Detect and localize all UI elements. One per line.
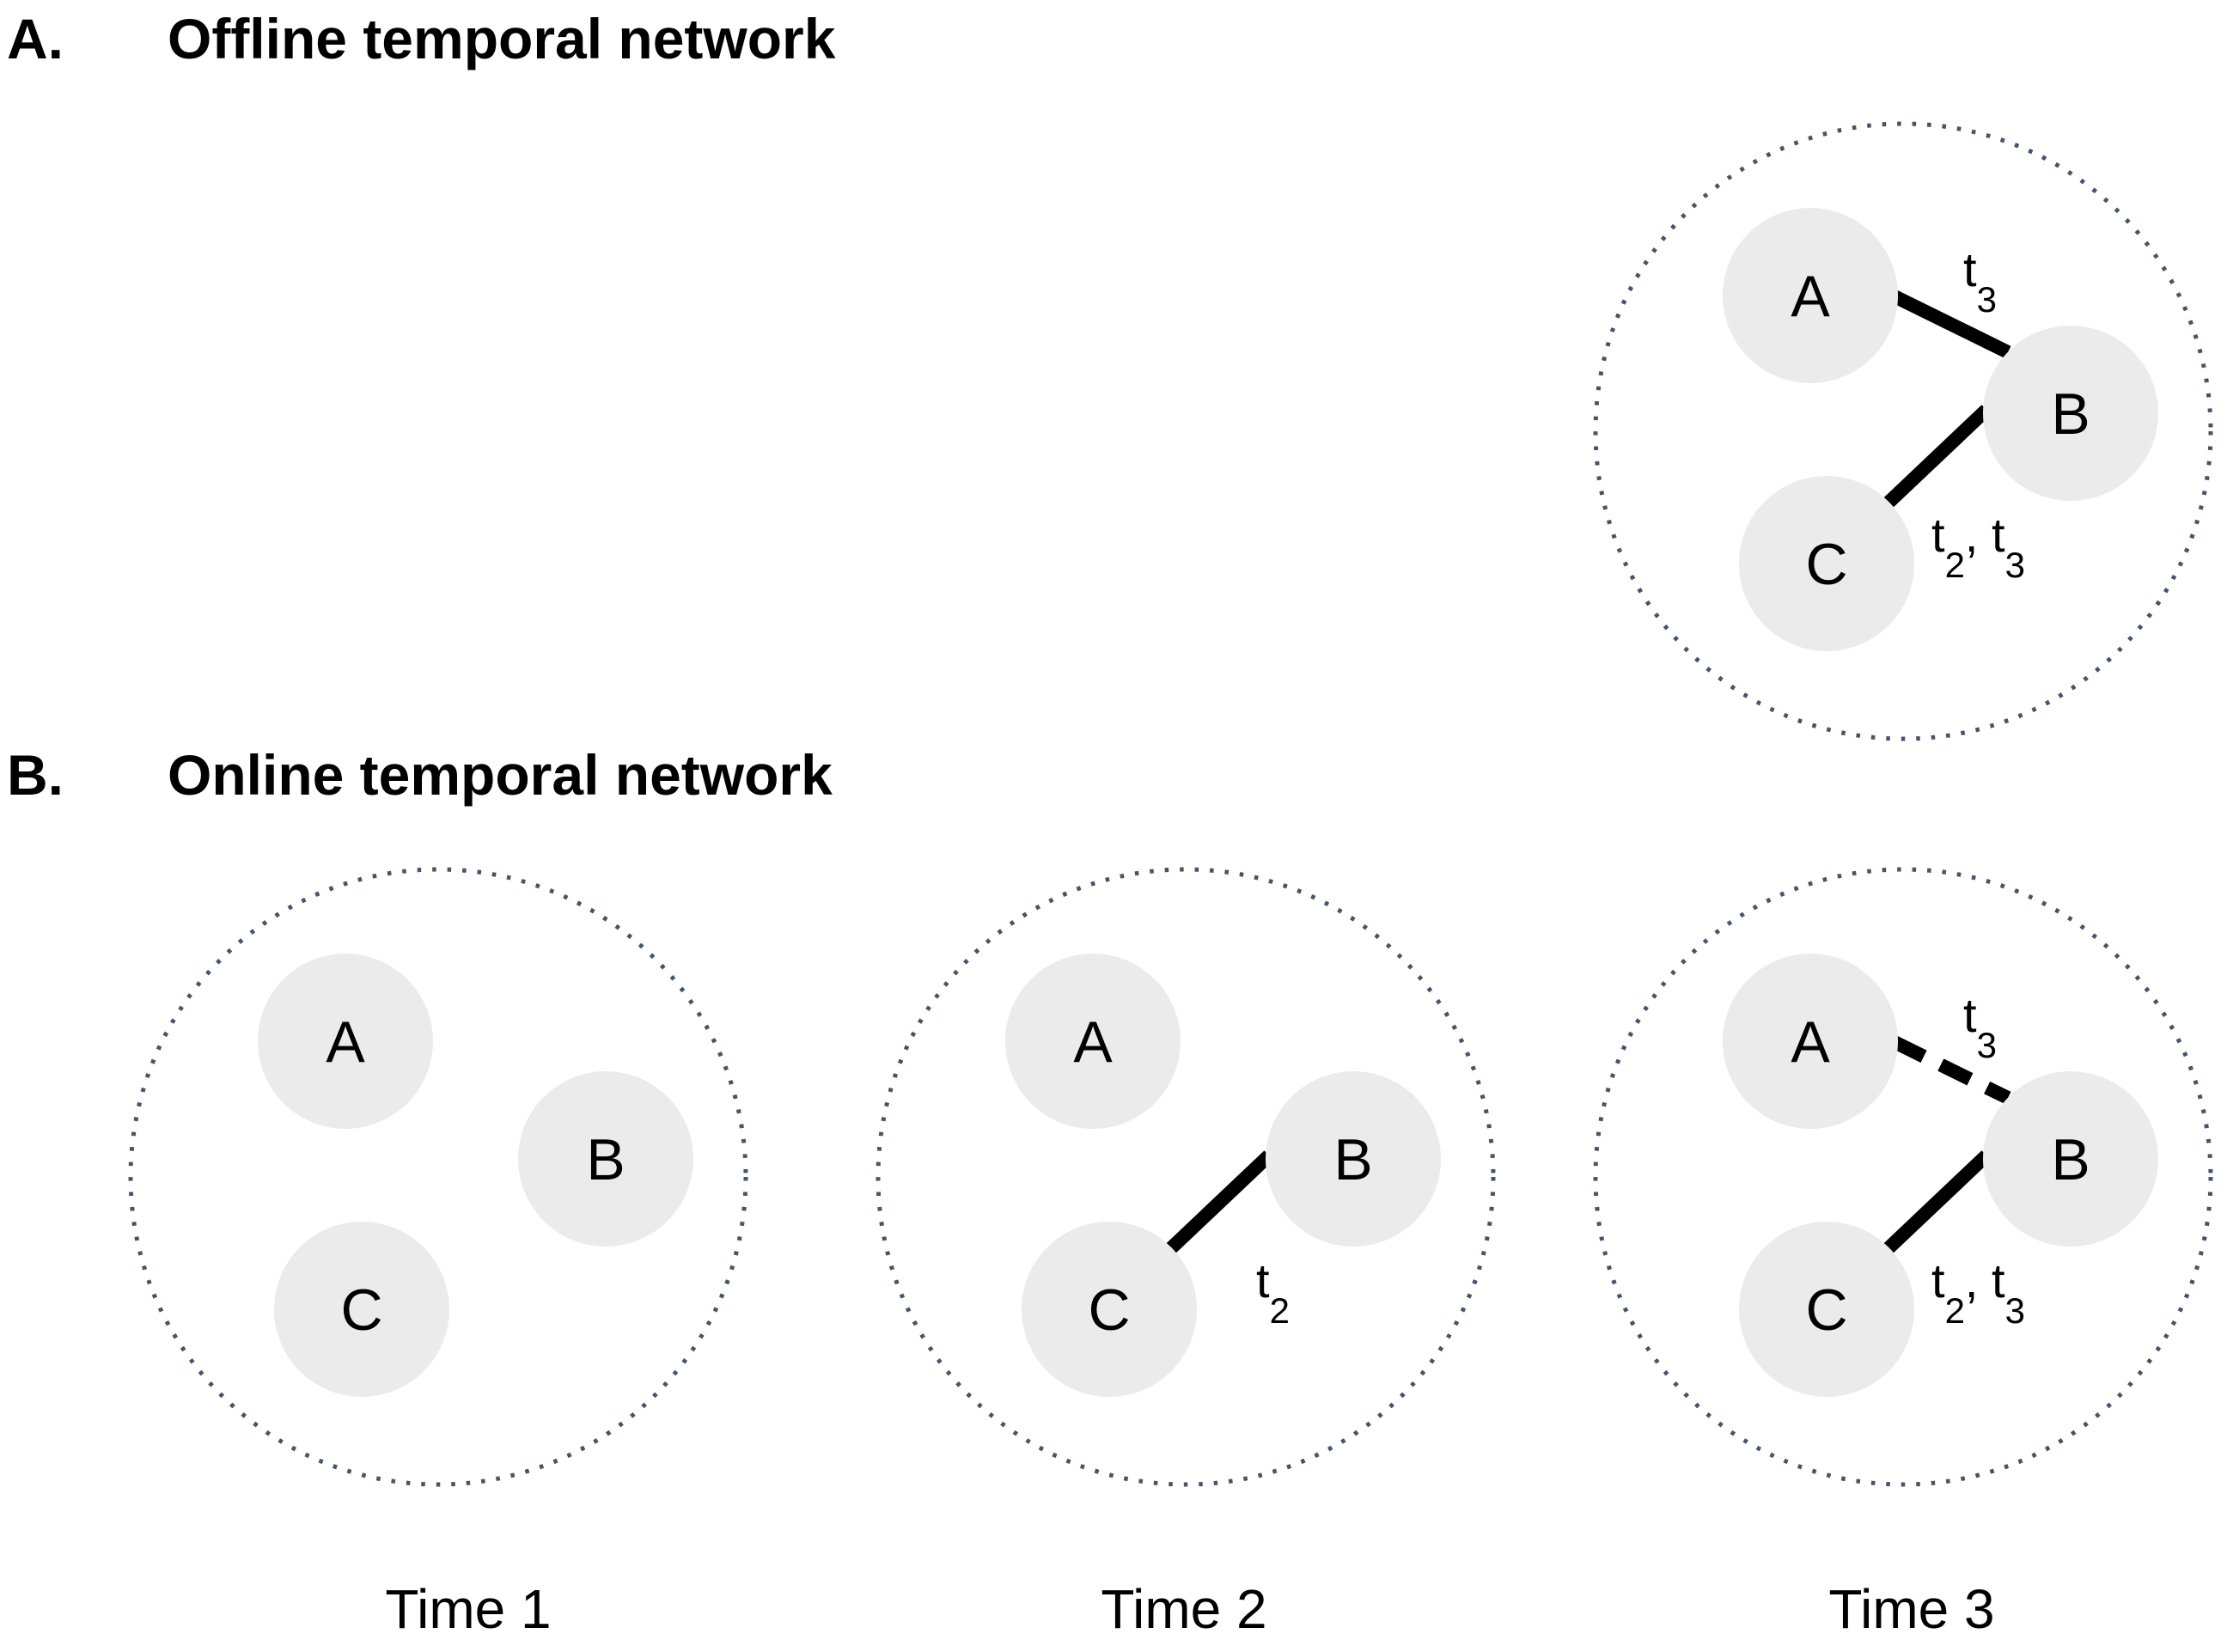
time-caption-1: Time 1 bbox=[385, 1578, 551, 1640]
edge-c-b-label: t2, t3 bbox=[1931, 508, 2025, 585]
edge-a-b-label: t3 bbox=[1963, 242, 1997, 320]
node-a bbox=[1723, 954, 1898, 1129]
section-b-label: B. bbox=[7, 743, 64, 807]
offline-network: A B C t3 t2, t3 bbox=[1593, 121, 2213, 741]
node-b-label: B bbox=[2051, 381, 2090, 447]
edge-a-b-dashed bbox=[1891, 1035, 2011, 1105]
node-b-label: B bbox=[586, 1127, 625, 1192]
online-network-time-1: A B C Time 1 bbox=[128, 867, 748, 1640]
online-network-time-2: A B C t2 Time 2 bbox=[876, 867, 1496, 1640]
section-a-header: A. Offline temporal network bbox=[7, 7, 836, 70]
section-b-title: Online temporal network bbox=[168, 743, 833, 807]
section-a-label: A. bbox=[7, 7, 64, 70]
network-boundary bbox=[876, 867, 1496, 1487]
node-c bbox=[1022, 1222, 1197, 1397]
node-b-label: B bbox=[2051, 1127, 2090, 1192]
edge-c-b bbox=[1166, 1150, 1274, 1253]
node-a bbox=[1723, 208, 1898, 383]
node-c bbox=[1739, 476, 1914, 651]
section-b-header: B. Online temporal network bbox=[7, 743, 833, 807]
node-b bbox=[1983, 1071, 2158, 1247]
node-c-label: C bbox=[1088, 1277, 1130, 1343]
node-a-label: A bbox=[1791, 1009, 1830, 1075]
node-b bbox=[1983, 326, 2158, 501]
node-c bbox=[274, 1222, 449, 1397]
network-boundary bbox=[1593, 121, 2213, 741]
edge-a-b-label: t3 bbox=[1963, 988, 1997, 1065]
node-c-label: C bbox=[1805, 532, 1847, 597]
network-boundary bbox=[128, 867, 748, 1487]
time-caption-2: Time 2 bbox=[1101, 1578, 1266, 1640]
edge-c-b bbox=[1883, 1150, 1992, 1253]
edge-a-b bbox=[1891, 290, 2011, 359]
online-network-time-3: A B C t3 t2, t3 Time 3 bbox=[1593, 867, 2213, 1640]
edge-c-b bbox=[1883, 405, 1992, 508]
network-boundary bbox=[1593, 867, 2213, 1487]
node-b bbox=[518, 1071, 693, 1247]
edge-c-b-label: t2 bbox=[1256, 1253, 1290, 1331]
node-b-label: B bbox=[1333, 1127, 1372, 1192]
node-c-label: C bbox=[340, 1277, 382, 1343]
node-a-label: A bbox=[326, 1009, 365, 1075]
node-a bbox=[258, 954, 433, 1129]
node-b bbox=[1266, 1071, 1441, 1247]
node-a-label: A bbox=[1791, 264, 1830, 329]
edge-c-b-label: t2, t3 bbox=[1931, 1253, 2025, 1331]
time-caption-3: Time 3 bbox=[1828, 1578, 1994, 1640]
section-a-title: Offline temporal network bbox=[168, 7, 836, 70]
node-a bbox=[1005, 954, 1181, 1129]
node-a-label: A bbox=[1073, 1009, 1113, 1075]
node-c bbox=[1739, 1222, 1914, 1397]
node-c-label: C bbox=[1805, 1277, 1847, 1343]
